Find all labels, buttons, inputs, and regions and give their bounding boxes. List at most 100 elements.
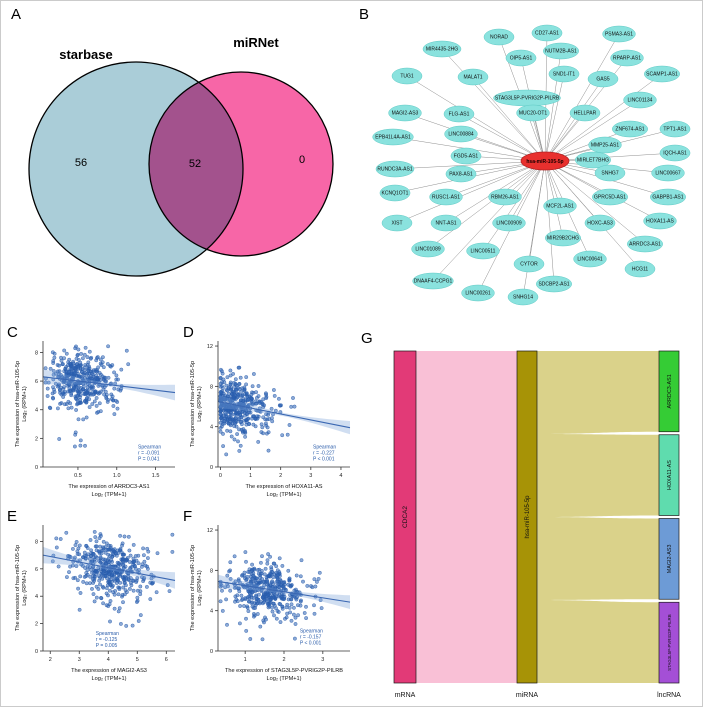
scatter-point [97, 536, 102, 540]
network-node: LINC00641 [573, 250, 607, 268]
scatter-point [74, 394, 79, 398]
network-edge [544, 160, 641, 270]
scatter-point [71, 374, 76, 378]
scatter-point [254, 401, 258, 406]
scatter-point [98, 378, 103, 382]
scatter-point [108, 588, 112, 593]
scatter-point [138, 613, 143, 618]
scatter-point [92, 599, 97, 604]
scatter-point [120, 557, 125, 562]
scatter-point [122, 534, 127, 539]
scatter-point [124, 575, 128, 580]
scatter-point [243, 550, 248, 554]
scatter-point [81, 417, 86, 422]
network-edge [544, 160, 555, 285]
scatter-point [77, 543, 82, 548]
network-node: MCF2L-AS1 [543, 197, 577, 215]
network-node-label: NORAD [490, 35, 508, 41]
scatter-point [116, 592, 121, 597]
scatter-point [289, 602, 294, 607]
scatter-point [220, 609, 225, 613]
scatter-point [45, 394, 50, 398]
scatter-point [111, 548, 116, 553]
network-node: LINC00884 [444, 125, 478, 143]
scatter-point [294, 573, 299, 578]
scatter-point [255, 601, 259, 606]
scatter-point [237, 382, 242, 386]
scatter-point [135, 595, 140, 600]
scatter-point [126, 362, 131, 367]
network-node-label: NUTM2B-AS1 [545, 49, 577, 55]
scatter-point [239, 398, 243, 403]
scatter-point [80, 376, 85, 381]
scatter-point [56, 406, 60, 411]
scatter-point [52, 390, 57, 394]
scatter-point [256, 440, 261, 444]
scatter-point [142, 559, 147, 564]
x-axis-sublabel: Log₂ (TPM+1) [267, 492, 302, 498]
scatter-point [237, 449, 242, 453]
scatter-point [235, 432, 239, 437]
scatter-point [241, 427, 246, 432]
scatter-point [116, 578, 121, 583]
scatter-point [91, 369, 96, 374]
sankey-node-mrna [393, 350, 417, 684]
svg-text:Spearman: Spearman [300, 629, 323, 635]
scatter-point [110, 571, 115, 576]
svg-text:P = 0.041: P = 0.041 [138, 457, 160, 463]
scatter-point [262, 572, 267, 577]
network-node: RUNDC3A-AS1 [375, 160, 415, 178]
svg-text:r = -0.125: r = -0.125 [96, 637, 118, 643]
scatter-point [235, 409, 239, 413]
scatter-point [249, 601, 254, 605]
scatter-point [99, 363, 104, 367]
scatter-point [233, 377, 238, 382]
scatter-point [273, 595, 278, 599]
network-node-label: TPT1-AS1 [663, 127, 687, 133]
svg-text:0: 0 [35, 465, 38, 471]
scatter-point [54, 545, 59, 550]
network-node-label: HOXC-AS3 [587, 221, 613, 227]
scatter-point [128, 567, 132, 571]
scatter-point [221, 432, 225, 436]
scatter-point [245, 604, 250, 609]
venn-set1-label: starbase [59, 47, 112, 62]
scatter-point [85, 385, 90, 390]
x-axis-sublabel: Log₂ (TPM+1) [92, 492, 127, 498]
scatter-point [264, 392, 269, 397]
scatter-point [119, 622, 123, 626]
scatter-point [67, 554, 72, 559]
scatter-point [232, 437, 237, 442]
scatter-point [103, 389, 108, 394]
scatter-point [232, 384, 236, 389]
scatter-point [257, 567, 262, 572]
scatter-point [102, 378, 106, 382]
flow-mirna-lncrna [537, 434, 659, 517]
scatter-point [74, 408, 78, 412]
scatter-point [90, 551, 95, 556]
scatter-point [98, 582, 102, 587]
scatter-point [250, 567, 255, 572]
scatter-point [292, 404, 297, 409]
scatter-point [123, 588, 128, 593]
scatter-point [242, 387, 247, 392]
scatter-point [94, 404, 99, 408]
scatter-point [280, 433, 285, 438]
scatter-point [131, 542, 136, 547]
x-axis-label: The expression of MAGI2-AS3 [71, 668, 147, 674]
scatter-point [248, 574, 253, 579]
scatter-point [170, 550, 175, 554]
sankey-label-lncrna: ARRDC3-AS1 [667, 374, 673, 408]
scatter-point [112, 606, 117, 611]
scatter-point [82, 575, 87, 579]
scatter-point [226, 421, 231, 426]
scatter-point [266, 430, 271, 435]
venn-set1-count: 56 [75, 157, 87, 169]
scatter-point [85, 371, 90, 376]
scatter-point [298, 574, 303, 579]
svg-text:P < 0.001: P < 0.001 [300, 641, 322, 647]
sankey-label-mirna: hsa-miR-105-5p [525, 495, 531, 539]
